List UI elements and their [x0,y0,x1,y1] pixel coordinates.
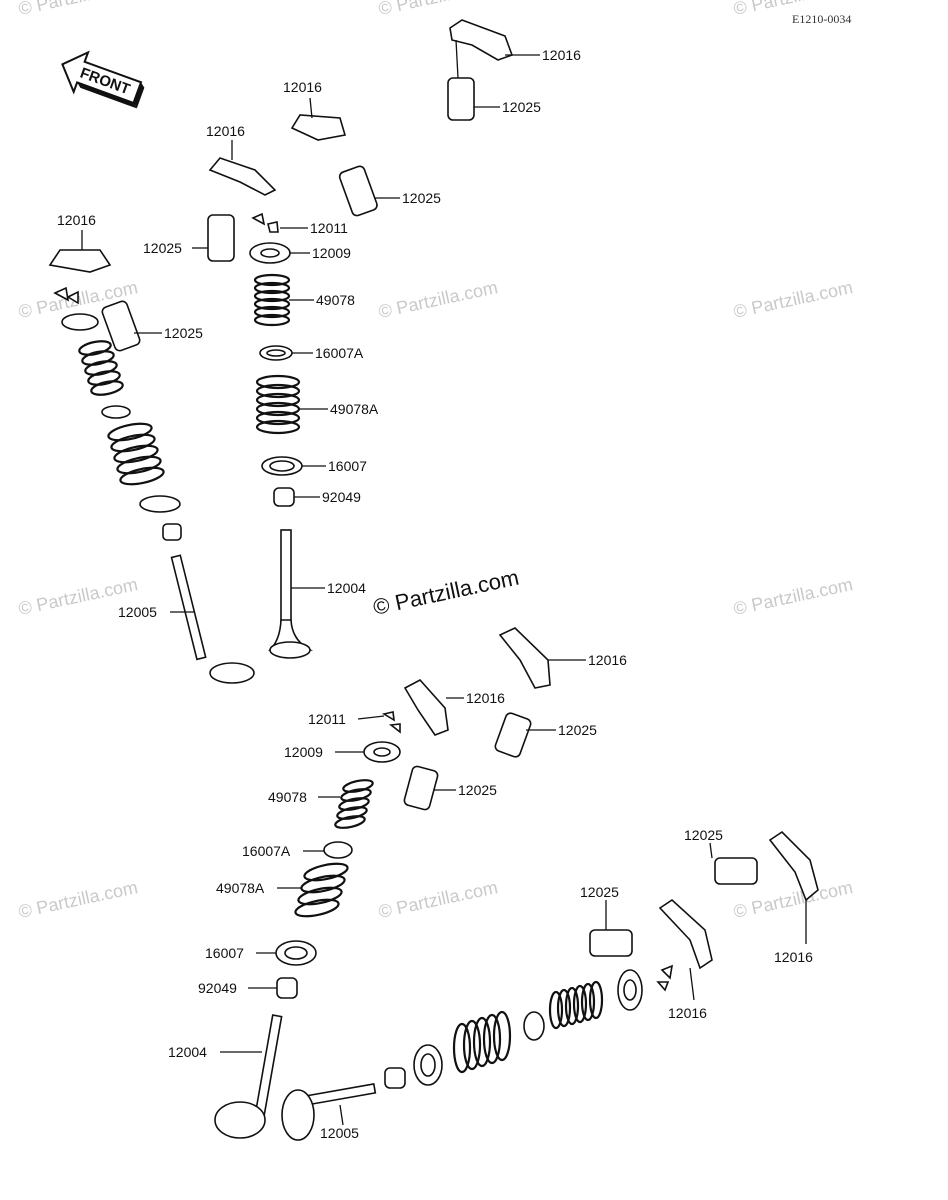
part-label: 12025 [580,884,619,900]
part-label: 12016 [588,652,627,668]
watermark-text: © Partzilla.com [377,0,500,19]
part-label: 12009 [312,245,351,261]
watermark-main: © Partzilla.com [371,565,521,620]
watermark-text: © Partzilla.com [732,277,855,322]
watermark-text: © Partzilla.com [17,877,140,922]
part-label: 12004 [168,1044,207,1060]
part-label: 12025 [558,722,597,738]
part-label: 12009 [284,744,323,760]
part-label: 12005 [118,604,157,620]
part-label: 12025 [402,190,441,206]
part-label: 12004 [327,580,366,596]
part-label: 12016 [283,79,322,95]
part-label: 49078 [316,292,355,308]
part-label: 12011 [310,220,348,236]
watermark-text: © Partzilla.com [17,0,140,19]
part-label: 12025 [164,325,203,341]
parts-art [48,19,819,1141]
part-label: 12016 [774,949,813,965]
part-label: 12011 [308,711,346,727]
watermark-text: © Partzilla.com [377,877,500,922]
part-label: 49078A [216,880,265,896]
part-label: 16007A [242,843,291,859]
part-label: 92049 [198,980,237,996]
part-label: 92049 [322,489,361,505]
part-label: 12025 [502,99,541,115]
part-label: 12025 [458,782,497,798]
diagram-ref-code: E1210-0034 [792,12,851,26]
part-label: 12016 [57,212,96,228]
part-label: 12025 [143,240,182,256]
part-label: 12005 [320,1125,359,1141]
watermark-text: © Partzilla.com [377,277,500,322]
part-label: 49078A [330,401,379,417]
part-label: 12025 [684,827,723,843]
part-label: 16007 [205,945,244,961]
front-arrow-icon [61,50,145,109]
watermark-text: © Partzilla.com [732,574,855,619]
part-labels: 12016 12025 12016 12025 12016 12025 1201… [57,47,813,1141]
part-label: 12016 [466,690,505,706]
part-label: 12016 [542,47,581,63]
part-label: 12016 [668,1005,707,1021]
part-label: 16007 [328,458,367,474]
part-label: 49078 [268,789,307,805]
part-label: 16007A [315,345,364,361]
leader-lines [81,54,807,1126]
part-label: 12016 [206,123,245,139]
